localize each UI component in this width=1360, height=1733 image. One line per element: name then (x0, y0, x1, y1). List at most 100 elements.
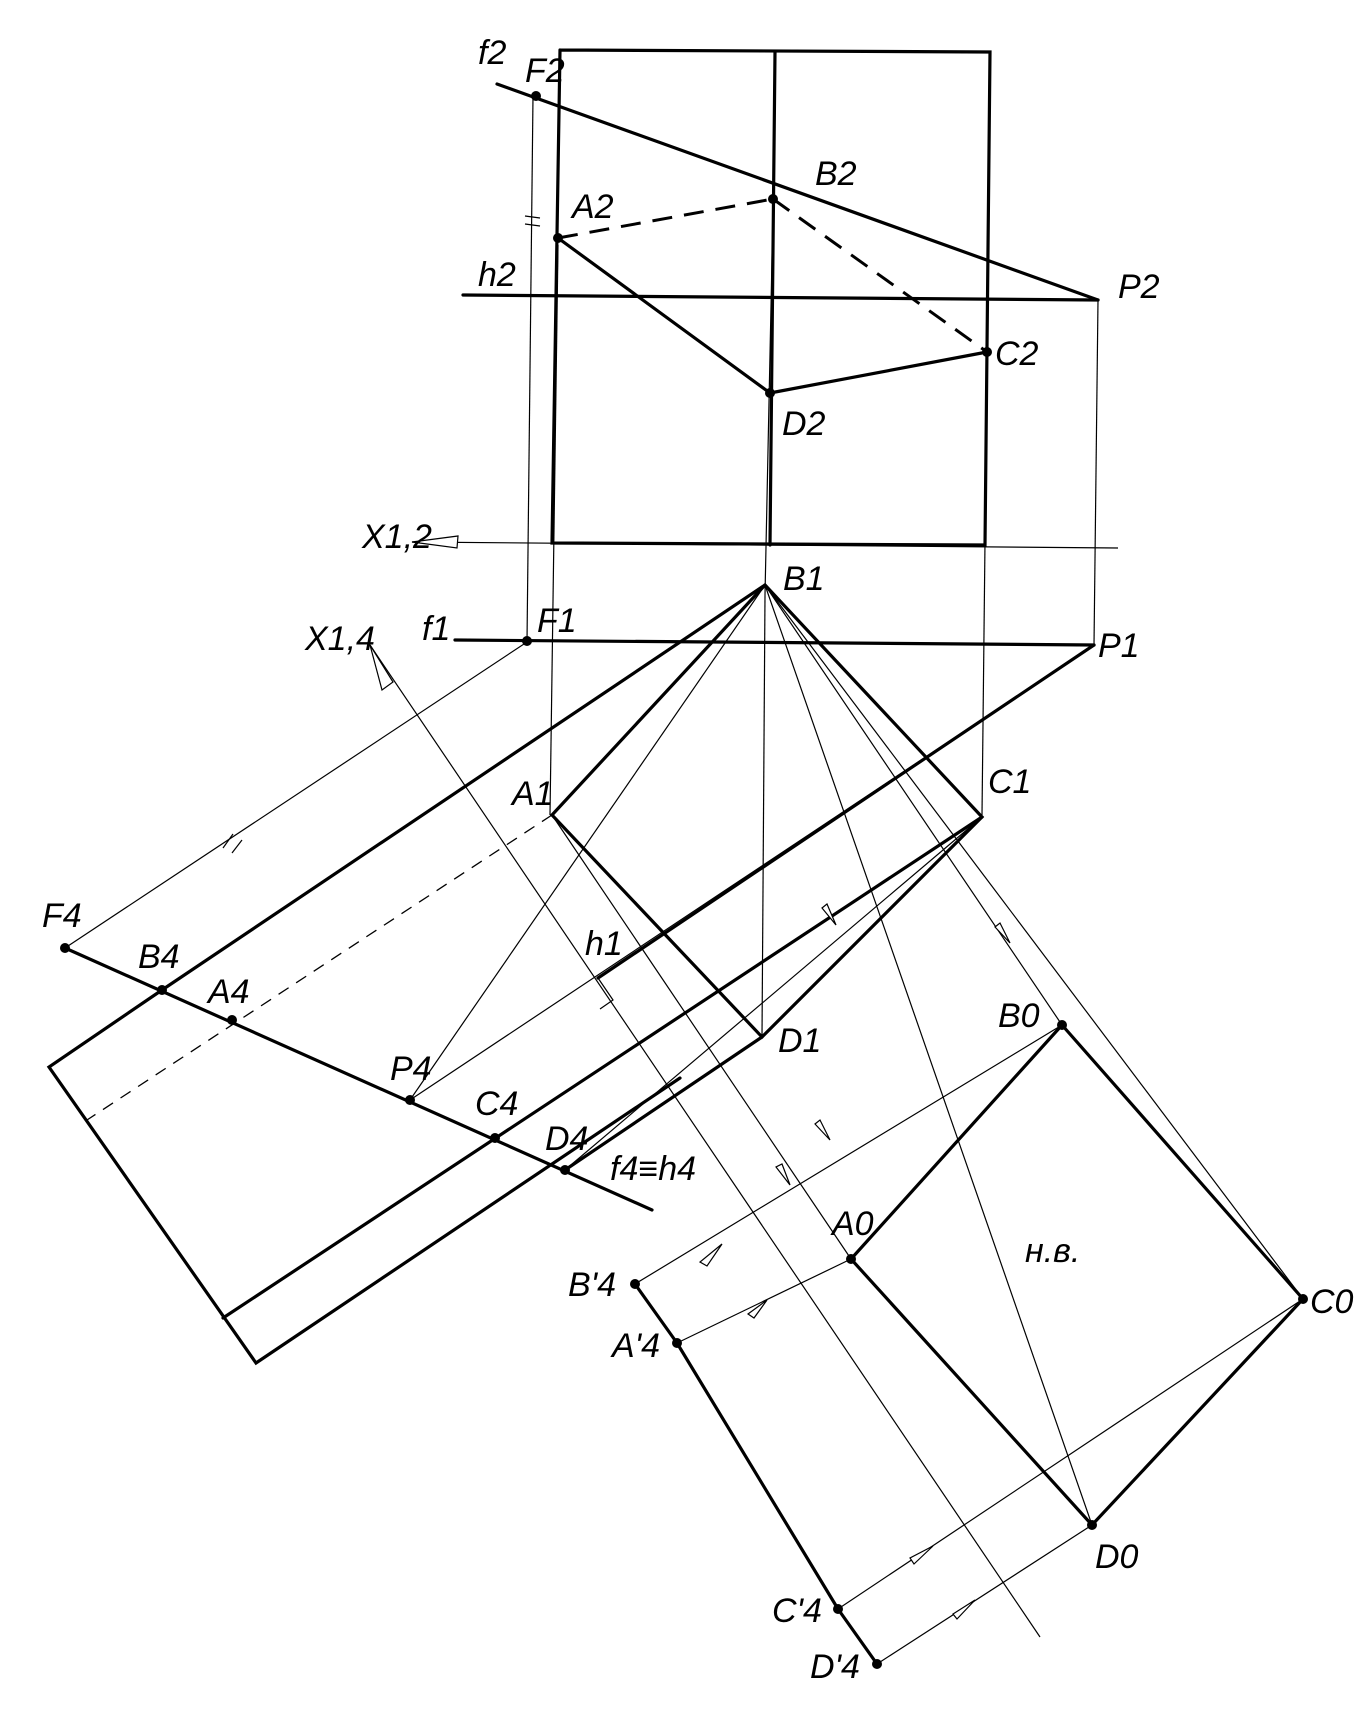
label-Bp4: B'4 (568, 1266, 616, 1304)
tick-f2b (524, 223, 541, 227)
x14-axis (369, 644, 1041, 1638)
edge-a2-b2 (557, 197, 774, 240)
label-D2: D2 (782, 405, 826, 443)
link-ap4-a0 (676, 1258, 852, 1344)
arrow-c (909, 1545, 934, 1565)
label-B0: B0 (998, 997, 1040, 1035)
ray-b1-b0 (764, 584, 1063, 1026)
link-f (526, 95, 534, 643)
link-p (1093, 299, 1099, 646)
label-P1: P1 (1098, 627, 1140, 665)
proj-f1-f4 (64, 641, 528, 949)
point-F2 (531, 91, 541, 101)
line-h2 (461, 293, 1100, 302)
label-Cp4: C'4 (772, 1592, 822, 1630)
point-A0 (846, 1254, 856, 1264)
label-C0: C0 (1310, 1283, 1354, 1321)
arrow-ray-2 (814, 1119, 831, 1141)
edge-d2-c2 (768, 350, 989, 395)
point-C2 (982, 347, 992, 357)
label-h2: h2 (478, 256, 516, 294)
aux-line-c (221, 815, 984, 1320)
label-B2: B2 (815, 155, 857, 193)
x12-arrow (411, 535, 459, 549)
x12-axis (411, 541, 1119, 549)
arrow-a (746, 1299, 768, 1319)
label-C2: C2 (995, 335, 1039, 373)
ray-b1-d0 (764, 584, 1093, 1526)
label-Dp4: D'4 (810, 1648, 860, 1686)
front-view (411, 48, 1119, 549)
point-B0 (1057, 1020, 1067, 1030)
right-angle-mark (597, 977, 614, 1010)
true-shape (551, 584, 1306, 1666)
rotation-line-a-c (675, 1341, 840, 1611)
aux-view (46, 583, 1095, 1366)
point-Dp4 (872, 1659, 882, 1669)
label-A2: A2 (570, 188, 614, 226)
label-F2: F2 (525, 52, 565, 90)
label-D1: D1 (778, 1022, 821, 1060)
proj-p1-p4 (409, 644, 1095, 1101)
rotation-line-b-a (633, 1282, 679, 1345)
aux-line-d (563, 1035, 764, 1172)
label-A0: A0 (830, 1205, 874, 1243)
label-C1: C1 (988, 763, 1031, 801)
x14-arrow (369, 644, 394, 691)
proj-b1-p4 (409, 584, 766, 1101)
arrow-ray-3 (775, 1163, 791, 1186)
rotation-line-c-d (836, 1607, 879, 1666)
label-f4h4: f4≡h4 (610, 1150, 696, 1188)
label-f1: f1 (422, 610, 450, 648)
label-x12: X1,2 (361, 518, 432, 556)
link-b (764, 209, 774, 596)
labels: f2 F2 A2 B2 h2 P2 C2 D2 X1,2 B1 X1,4 f1 … (42, 34, 1354, 1686)
aux-outline (160, 583, 767, 992)
point-D4 (560, 1165, 570, 1175)
arrow-ray-4 (821, 903, 837, 926)
label-C4: C4 (475, 1085, 518, 1123)
label-F4: F4 (42, 897, 82, 935)
arrow-ray-1 (994, 922, 1011, 944)
tick-f4b (231, 839, 243, 854)
label-f2: f2 (478, 34, 506, 72)
label-F1: F1 (537, 602, 577, 640)
point-C0 (1298, 1294, 1308, 1304)
aux-frame (46, 988, 682, 1366)
point-Bp4 (630, 1279, 640, 1289)
point-F4 (60, 943, 70, 953)
label-B1: B1 (783, 560, 825, 598)
point-B2 (768, 194, 778, 204)
label-h1: h1 (585, 925, 623, 963)
point-Cp4 (833, 1604, 843, 1614)
link-cp4-c0 (837, 1298, 1304, 1610)
point-D0 (1087, 1520, 1097, 1530)
label-A4: A4 (206, 973, 250, 1011)
points (60, 91, 1308, 1669)
label-A1: A1 (510, 775, 554, 813)
label-P2: P2 (1118, 268, 1160, 306)
tick-f2 (524, 215, 541, 219)
label-D0: D0 (1095, 1538, 1139, 1576)
ray-a1-a0 (551, 814, 852, 1260)
ray-b1-c0 (764, 584, 1304, 1300)
point-A4 (227, 1015, 237, 1025)
point-F1 (522, 636, 532, 646)
label-x14: X1,4 (304, 620, 375, 658)
link-c1-d4 (564, 816, 983, 1171)
label-Ap4: A'4 (610, 1327, 660, 1365)
point-Ap4 (672, 1338, 682, 1348)
label-tv: н.в. (1025, 1232, 1080, 1270)
link-c (981, 359, 988, 816)
arrow-b (698, 1243, 723, 1267)
label-P4: P4 (390, 1050, 432, 1088)
link-bp4-b0 (634, 1024, 1063, 1285)
link-dp4-d0 (876, 1524, 1093, 1665)
line-f1 (453, 638, 1096, 647)
tick-f4a (222, 833, 234, 849)
point-C4 (490, 1133, 500, 1143)
point-B4 (157, 985, 167, 995)
point-D2 (765, 388, 775, 398)
aux-hidden-line (86, 814, 553, 1121)
